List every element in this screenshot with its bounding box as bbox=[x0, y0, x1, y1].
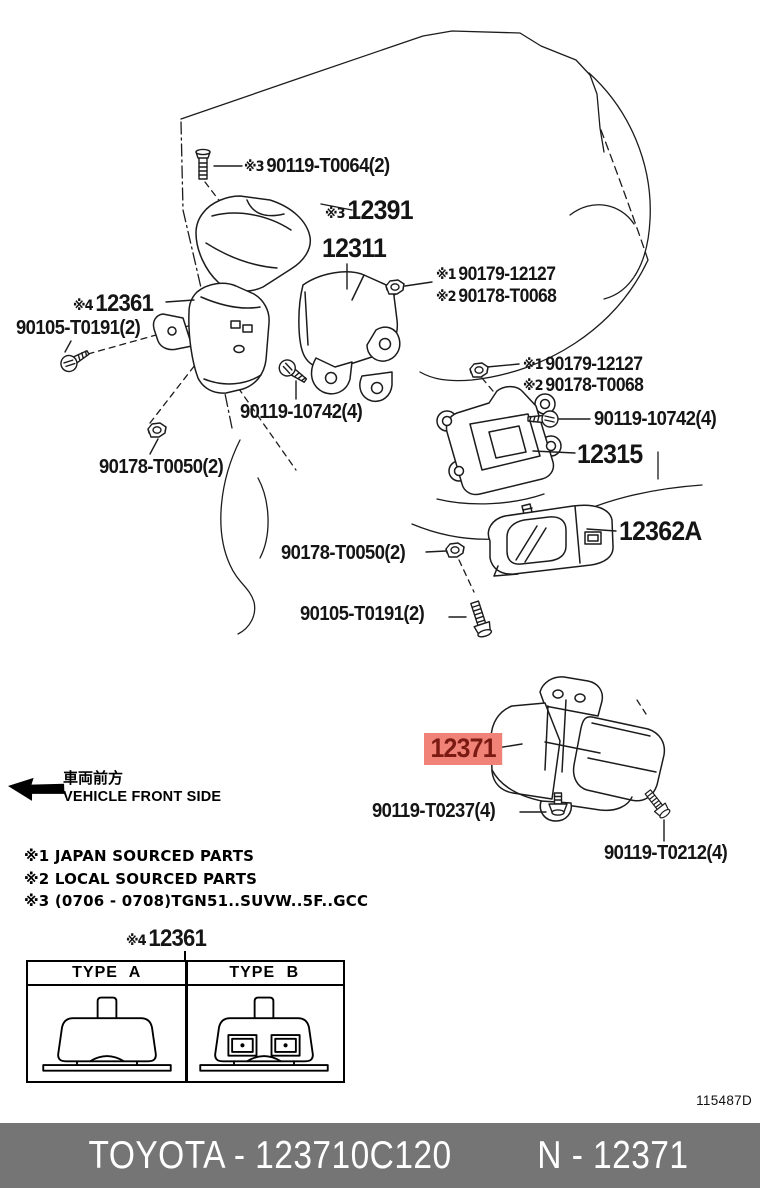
note-local-sourced: ※2 LOCAL SOURCED PARTS bbox=[24, 870, 258, 888]
leader-lines bbox=[64, 165, 665, 842]
bolt-icon bbox=[195, 148, 211, 180]
part-label-90105-T0191-2: 90105-T0191(2) bbox=[300, 603, 425, 625]
part-12315-drawing bbox=[436, 385, 562, 496]
part-label-90119-T0212: 90119-T0212(4) bbox=[604, 842, 728, 864]
note-ref-4: ※4 bbox=[73, 298, 94, 314]
part-label-90119-T0237: 90119-T0237(4) bbox=[372, 800, 496, 822]
type-b-mount-drawing bbox=[199, 996, 329, 1072]
part-label-12362A: 12362A bbox=[619, 516, 702, 546]
footer-reference-number: N - 12371 bbox=[537, 1133, 689, 1177]
nut-icon bbox=[469, 362, 489, 378]
footer-brand-part-number: TOYOTA - 123710C120 bbox=[88, 1133, 452, 1177]
part-label-90119-10742-2: 90119-10742(4) bbox=[594, 408, 717, 430]
type-a-mount-drawing bbox=[42, 996, 172, 1072]
vehicle-front-arrow-icon bbox=[8, 777, 65, 801]
vehicle-front-label-jp: 車両前方 bbox=[63, 769, 124, 787]
bolt-icon bbox=[641, 787, 673, 821]
nut-icon bbox=[147, 422, 167, 438]
bolt-icon bbox=[275, 356, 311, 388]
nut-icon bbox=[445, 542, 465, 558]
part-label-12311: 12311 bbox=[322, 233, 387, 263]
vehicle-front-label-en: VEHICLE FRONT SIDE bbox=[63, 789, 222, 805]
nut-icon bbox=[385, 279, 405, 295]
note-ref-3: ※3 bbox=[244, 159, 265, 175]
part-label-90178-T0050-1: 90178-T0050(2) bbox=[99, 456, 224, 478]
note-ref-1: ※1 bbox=[523, 357, 544, 373]
variant-type-b-header: TYPE B bbox=[229, 964, 300, 981]
variant-table-leader-line bbox=[184, 951, 186, 961]
part-label-90178-T0050-2: 90178-T0050(2) bbox=[281, 542, 406, 564]
part-12311-drawing bbox=[298, 271, 401, 403]
parts-diagram-line-art bbox=[8, 30, 703, 842]
part-label-12315: 12315 bbox=[577, 439, 643, 469]
note-ref-3: ※3 bbox=[325, 206, 346, 222]
variant-table: TYPE A TYPE B bbox=[26, 960, 345, 1083]
variant-type-a-header: TYPE A bbox=[72, 964, 142, 981]
part-12371-drawing bbox=[490, 676, 666, 822]
part-label-90119-10742-1: 90119-10742(4) bbox=[240, 401, 363, 423]
part-12361-drawing bbox=[152, 282, 270, 394]
note-ref-4: ※4 bbox=[126, 933, 147, 949]
bolt-icon bbox=[466, 599, 494, 640]
footer-part-bar: TOYOTA - 123710C120 N - 12371 bbox=[0, 1123, 760, 1188]
note-ref-2: ※2 bbox=[523, 378, 544, 394]
part-label-90105-T0191-1: 90105-T0191(2) bbox=[16, 317, 141, 339]
drawing-number: 115487D bbox=[696, 1093, 752, 1108]
part-label-12371-highlighted[interactable]: 12371 bbox=[424, 733, 503, 765]
note-ref-1: ※1 bbox=[436, 267, 457, 283]
part-12362A-drawing bbox=[487, 503, 614, 577]
note-ref-2: ※2 bbox=[436, 289, 457, 305]
note-applicability: ※3 (0706 - 0708)TGN51..SUVW..5F..GCC bbox=[24, 892, 369, 910]
variant-type-b-cell bbox=[186, 986, 344, 1083]
part-12391-drawing bbox=[195, 195, 312, 292]
note-japan-sourced: ※1 JAPAN SOURCED PARTS bbox=[24, 847, 255, 865]
variant-type-a-cell bbox=[28, 986, 186, 1083]
variant-table-divider bbox=[185, 962, 188, 1081]
bolt-icon bbox=[57, 344, 93, 376]
